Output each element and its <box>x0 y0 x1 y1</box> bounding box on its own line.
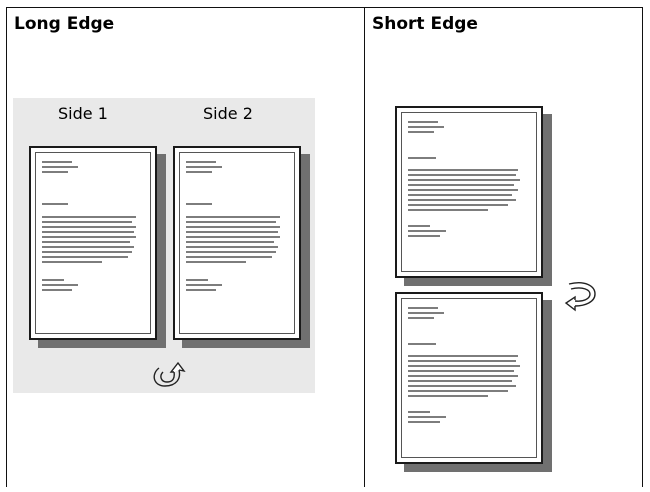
table-border-top <box>6 7 643 8</box>
flip-rotate-icon <box>564 282 596 312</box>
short-edge-top-page <box>395 106 543 278</box>
table-divider <box>364 7 365 487</box>
flip-rotate-icon <box>153 361 186 387</box>
side-1-page <box>29 146 157 340</box>
side-1-label: Side 1 <box>58 104 108 123</box>
table-border-left <box>6 7 7 487</box>
short-edge-header: Short Edge <box>372 14 478 34</box>
side-2-label: Side 2 <box>203 104 253 123</box>
short-edge-illustration <box>385 98 617 473</box>
long-edge-header: Long Edge <box>14 14 115 34</box>
short-edge-bottom-page <box>395 292 543 464</box>
binding-options-table <box>6 7 643 487</box>
long-edge-illustration: Side 1 Side 2 <box>13 98 315 393</box>
side-2-page <box>173 146 301 340</box>
table-border-right <box>642 7 643 487</box>
